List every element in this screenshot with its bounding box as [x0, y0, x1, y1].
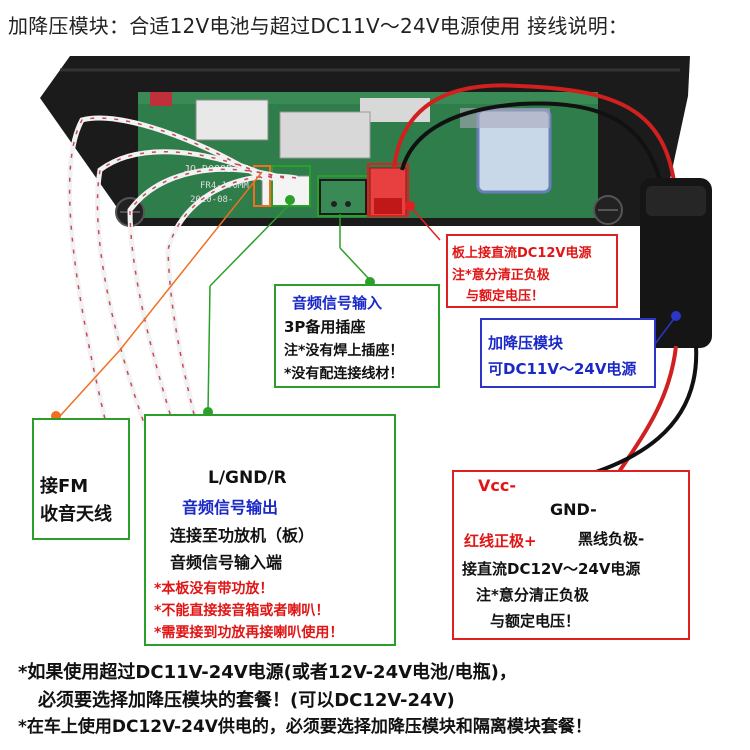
buck-line1: 加降压模块: [488, 334, 564, 352]
audio-out-warn3: *需要接到功放再接喇叭使用！: [154, 625, 344, 641]
audio-out-desc2: 音频信号输入端: [170, 553, 283, 572]
fm-label-line1: 接FM: [40, 476, 89, 497]
audio-out-warn1: *本板没有带功放！: [154, 581, 274, 597]
board-date-text: 2020-08-: [190, 195, 233, 205]
power-line1: 接直流DC12V～24V电源: [462, 560, 641, 578]
power-black-wire: 黑线负极-: [578, 530, 645, 548]
dc-in-line1: 板上接直流DC12V电源: [452, 246, 592, 261]
dc-in-line2: 注*意分清正负极: [452, 268, 550, 283]
dc-in-line3: 与额定电压！: [466, 289, 545, 304]
audio-input-box: 音频信号输入 3P备用插座 注*没有焊上插座！ *没有配连接线材！: [274, 284, 440, 388]
audio-in-line3: *没有配连接线材！: [284, 366, 404, 382]
dc-in-pin-marker: [367, 163, 409, 217]
fm-label-line2: 收音天线: [40, 504, 112, 525]
audio-out-pins: L/GND/R: [208, 468, 287, 488]
footer-note-3: *在车上使用DC12V-24V供电的，必须要选择加降压模块和隔离模块套餐！: [18, 717, 592, 737]
audio-out-warn2: *不能直接接音箱或者喇叭！: [154, 603, 330, 619]
dc-input-box: 板上接直流DC12V电源 注*意分清正负极 与额定电压！: [446, 234, 618, 308]
power-vcc-label: Vcc-: [478, 476, 516, 495]
audio-in-line1: 3P备用插座: [284, 318, 366, 336]
power-gnd-label: GND-: [550, 500, 597, 519]
power-input-box: Vcc- GND- 红线正极+ 黑线负极- 接直流DC12V～24V电源 注*意…: [452, 470, 690, 640]
fm-pin-marker: [253, 165, 271, 207]
power-line3: 与额定电压！: [490, 612, 581, 630]
audio-out-pin-marker: [271, 165, 311, 207]
fm-antenna-box: 接FM 收音天线: [32, 418, 130, 540]
audio-out-desc1: 连接至功放机（板）: [170, 526, 315, 545]
audio-out-heading: 音频信号输出: [182, 498, 279, 517]
page-title: 加降压模块：合适12V电池与超过DC11V～24V电源使用 接线说明：: [8, 14, 629, 38]
audio-in-heading: 音频信号输入: [292, 294, 383, 312]
audio-output-box: L/GND/R 音频信号输出 连接至功放机（板） 音频信号输入端 *本板没有带功…: [144, 414, 396, 646]
footer-note-1: *如果使用超过DC11V-24V电源(或者12V-24V电池/电瓶)，: [18, 662, 517, 683]
power-red-wire: 红线正极+: [464, 532, 537, 550]
audio-in-line2: 注*没有焊上插座！: [284, 343, 404, 359]
buck-module: [640, 178, 712, 348]
power-line2: 注*意分清正负极: [476, 586, 589, 604]
footer-note-2: 必须要选择加降压模块的套餐！(可以DC12V-24V): [38, 690, 455, 711]
buck-line2: 可DC11V～24V电源: [488, 360, 637, 378]
buck-module-box: 加降压模块 可DC11V～24V电源: [480, 318, 656, 388]
